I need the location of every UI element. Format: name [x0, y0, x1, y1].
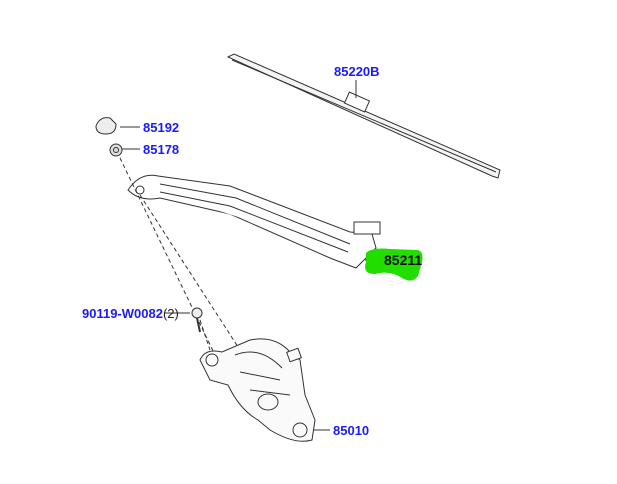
part-label-85211[interactable]: 85211 — [384, 252, 423, 268]
wiper-blade-drawing — [226, 53, 501, 179]
part-label-90119-w0082[interactable]: 90119-W0082(2) — [82, 306, 179, 321]
part-label-85010[interactable]: 85010 — [333, 423, 370, 438]
wiper-motor-drawing — [199, 338, 316, 442]
part-label-85178[interactable]: 85178 — [143, 142, 180, 157]
part-quantity: (2) — [162, 306, 179, 321]
part-label-85192[interactable]: 85192 — [143, 120, 180, 135]
part-number: 90119-W0082 — [82, 306, 163, 321]
highlight-85211 — [365, 248, 423, 281]
part-label-85220b[interactable]: 85220B — [334, 64, 380, 79]
wiper-arm-drawing — [127, 174, 381, 269]
